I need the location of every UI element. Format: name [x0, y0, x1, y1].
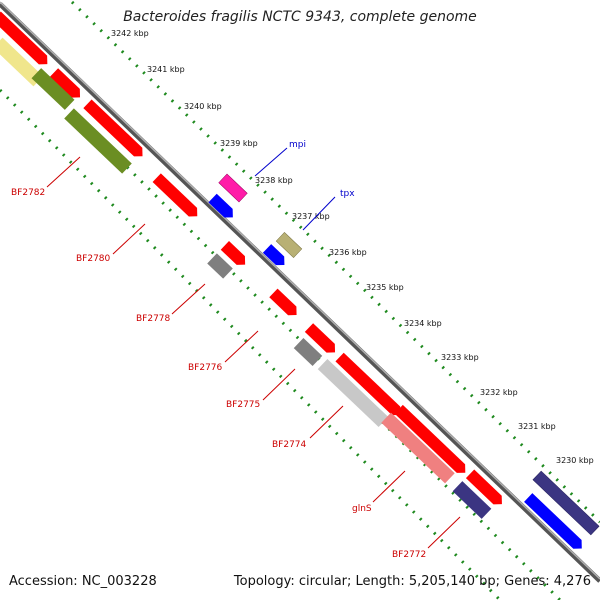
kbp-label: 3231 kbp: [518, 422, 556, 431]
gene-red-d[interactable]: [269, 288, 300, 320]
gene-grey-bf2776[interactable]: [293, 337, 323, 367]
gene-navy-right[interactable]: [532, 470, 600, 536]
kbp-label: 3240 kbp: [184, 102, 222, 111]
scale-dots-outer: [70, 0, 600, 524]
gene-label-tpx[interactable]: tpx: [340, 189, 355, 199]
gene-salmon-glns[interactable]: [381, 412, 455, 484]
kbp-label: 3237 kbp: [292, 212, 330, 221]
kbp-label: 3233 kbp: [441, 353, 479, 362]
gene-red-b[interactable]: [49, 68, 84, 102]
gene-red-c[interactable]: [83, 99, 146, 160]
gene-label-glns[interactable]: glnS: [352, 504, 372, 514]
gene-blue-1[interactable]: [208, 193, 237, 222]
gene-label-bf2776[interactable]: BF2776: [188, 363, 223, 373]
gene-labels: mpi tpx BF2782 BF2780 BF2778 BF2776 BF27…: [11, 140, 426, 560]
gene-bf2778[interactable]: [220, 241, 250, 269]
gene-navy-bf2772[interactable]: [452, 481, 492, 519]
gene-blue-2[interactable]: [262, 244, 289, 269]
gene-label-bf2772[interactable]: BF2772: [392, 550, 426, 560]
gene-label-bf2782[interactable]: BF2782: [11, 188, 45, 198]
kbp-label: 3235 kbp: [366, 283, 404, 292]
gene-label-bf2778[interactable]: BF2778: [136, 314, 171, 324]
gene-bf2780[interactable]: [152, 173, 202, 220]
kbp-label: 3242 kbp: [111, 29, 149, 38]
kbp-label: 3232 kbp: [480, 388, 518, 397]
gene-blue-3[interactable]: [524, 493, 586, 553]
kbp-label: 3230 kbp: [556, 456, 594, 465]
gene-yellow[interactable]: [0, 37, 44, 87]
accession-text: Accession: NC_003228: [9, 574, 157, 589]
map-title: Bacteroides fragilis NCTC 9343, complete…: [123, 9, 477, 25]
gene-features: [0, 11, 600, 553]
kbp-label: 3236 kbp: [329, 248, 367, 257]
scale-dots-inner-1: [0, 88, 502, 600]
gene-bf2775[interactable]: [335, 352, 404, 420]
gene-mpi[interactable]: [218, 173, 248, 203]
gene-label-bf2780[interactable]: BF2780: [76, 254, 111, 264]
gene-label-bf2774[interactable]: BF2774: [272, 440, 307, 450]
genome-backbone: [0, 2, 600, 583]
gene-red-a[interactable]: [0, 11, 51, 69]
gene-lightgrey-bf2775[interactable]: [317, 358, 389, 428]
gene-grey-bf2778[interactable]: [207, 253, 233, 279]
gene-olive-1[interactable]: [31, 68, 75, 110]
genome-backbone-highlight: [0, 1, 600, 580]
genome-info-text: Topology: circular; Length: 5,205,140 bp…: [233, 574, 591, 589]
kbp-scale-labels: 3242 kbp 3241 kbp 3240 kbp 3239 kbp 3238…: [111, 29, 594, 465]
gene-leader-lines: [46, 147, 461, 549]
kbp-label: 3241 kbp: [147, 65, 185, 74]
kbp-label: 3238 kbp: [255, 176, 293, 185]
gene-olive-bf2782[interactable]: [64, 108, 132, 174]
gene-bf2774[interactable]: [394, 404, 470, 477]
kbp-label: 3239 kbp: [220, 139, 258, 148]
kbp-label: 3234 kbp: [404, 319, 442, 328]
gene-red-e[interactable]: [465, 469, 506, 508]
gene-label-mpi[interactable]: mpi: [289, 140, 306, 150]
gene-tpx[interactable]: [275, 232, 303, 258]
gene-label-bf2775[interactable]: BF2775: [226, 400, 260, 410]
gene-bf2776[interactable]: [304, 323, 339, 357]
